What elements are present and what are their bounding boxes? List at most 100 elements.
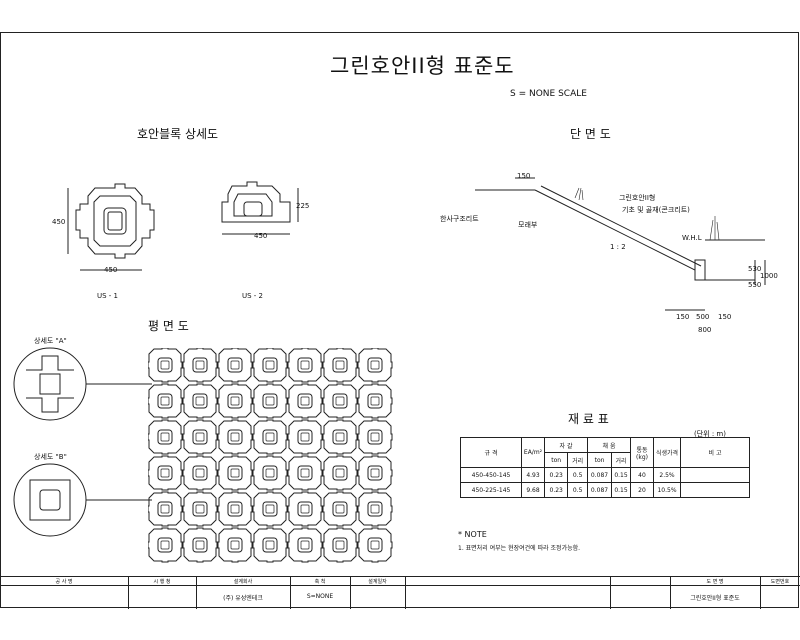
cell: 0.5 [567,467,588,483]
mat-sub-ton: ton [586,452,613,468]
plan-block [357,419,393,455]
mat-header-spec: 규 격 [460,437,522,468]
detail-b-drawing [13,463,152,537]
us1-width-dim: 450 [104,266,118,274]
cell: 20 [630,482,654,498]
plan-block [182,527,218,563]
cell: 2.5% [653,467,681,483]
tb-owner: 시 행 청 [153,579,171,585]
cell: 0.5 [567,482,588,498]
plan-block [217,491,253,527]
plan-block [217,455,253,491]
cell [680,467,750,483]
section-base-label: 한사구조리트 [440,215,479,223]
plan-view-grid [148,348,393,563]
section-top-width: 150 [517,172,531,180]
cell: 0.23 [543,482,569,498]
section-crest-label: 그린호안II형 [619,194,656,202]
tb-number-head: 도면번호 [770,579,790,585]
tb-date-head: 설계일자 [368,579,387,585]
plan-view-heading: 평 면 도 [148,319,189,333]
section-dim-800: 800 [698,326,712,334]
plan-block [217,527,253,563]
plan-block [182,491,218,527]
section-dim-150b: 150 [718,313,732,321]
plan-block [252,491,288,527]
us1-label: US - 1 [97,292,118,300]
plan-block [182,348,218,383]
plan-block [252,455,288,491]
section-slope: 1 : 2 [610,243,626,251]
section-dim-150a: 150 [676,313,690,321]
plan-block [217,419,253,455]
plan-block [182,455,218,491]
us2-label: US - 2 [242,292,263,300]
cell: 40 [630,467,654,483]
cross-section-heading: 단 면 도 [570,127,611,141]
table-row: 450-225-145 9.68 0.23 0.5 0.087 0.15 20 … [460,482,750,498]
us2-width-dim: 450 [254,232,268,240]
plan-block [357,383,393,419]
plan-block [322,455,358,491]
plan-block [217,348,253,383]
tb-scale: S=NONE [306,593,334,600]
section-dim-1000: 1000 [760,272,778,280]
plan-block [148,348,183,383]
mat-header-weight: 통동(kg) [630,437,654,468]
plan-block [357,455,393,491]
mat-sub-ton: ton [543,452,569,468]
section-fill-label: 기초 및 골재(콘크리트) [622,206,690,214]
mat-header-remark: 비 고 [680,437,750,468]
section-toe-label: 모래부 [518,221,538,229]
cross-section-drawing [475,177,766,311]
drawing-title: 그린호안II형 표준도 [330,54,515,78]
plan-block [322,383,358,419]
plan-block [252,348,288,383]
drawing-frame [0,32,799,608]
cell: 450-450-145 [460,467,522,483]
plan-block [148,383,183,419]
us1-height-dim: 450 [52,218,66,226]
cell: 0.15 [611,482,631,498]
plan-block [357,348,393,383]
section-dim-530: 530 [748,265,762,273]
block-us2-drawing [221,181,299,235]
tb-project: 공 사 명 [55,579,73,585]
plan-block [182,383,218,419]
plan-block [287,419,323,455]
mat-header-gravel: 자 갈 [544,437,588,453]
cell: 450-225-145 [460,482,522,498]
plan-block [252,419,288,455]
plan-block [287,527,323,563]
tb-scale-head: 축 척 [314,579,326,585]
plan-block [148,419,183,455]
detail-a-drawing [13,347,152,421]
cell: 0.087 [586,467,613,483]
plan-block [252,383,288,419]
us2-height-dim: 225 [296,202,310,210]
mat-header-ea: EA/m² [521,437,545,468]
plan-block [322,527,358,563]
tb-drawing: 그린호안II형 표준도 [690,595,740,602]
tb-drawing-head: 도 면 명 [706,579,724,585]
table-row: 450-450-145 4.93 0.23 0.5 0.087 0.15 40 … [460,467,750,483]
tb-company: (주) 유성엔테크 [223,595,263,602]
cell: 0.15 [611,467,631,483]
block-us1-drawing [67,183,155,271]
section-wl-label: W.H.L [682,234,702,242]
plan-block [287,455,323,491]
mat-header-price: 식생가격 [653,437,681,468]
detail-b-label: 상세도 "B" [34,453,67,461]
material-table: 규 격 EA/m² 자 갈 채 움 통동(kg) 식생가격 비 고 ton 거리… [460,437,750,498]
plan-block [322,348,358,383]
cell [680,482,750,498]
section-dim-500: 500 [696,313,710,321]
mat-sub-dist: 거리 [611,452,631,468]
note-heading: * NOTE [458,530,487,539]
block-detail-heading: 호안블록 상세도 [137,127,219,141]
plan-block [322,491,358,527]
note-line-1: 1. 표면처리 여부는 현장여건에 따라 조정가능함. [458,545,581,552]
title-block: 공 사 명 시 행 청 설계회사 축 척 설계일자 도 면 명 도면번호 (주)… [0,576,800,609]
plan-block [357,491,393,527]
plan-block [252,527,288,563]
